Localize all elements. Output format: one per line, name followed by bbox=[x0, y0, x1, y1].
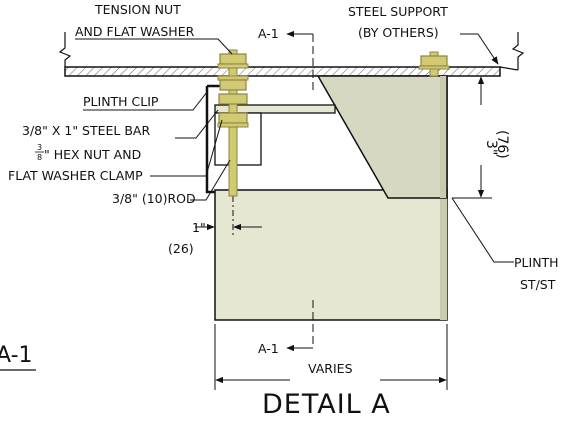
leader-plinth bbox=[451, 197, 514, 263]
leader-rod bbox=[190, 159, 231, 201]
left-section-ref: A-1 bbox=[0, 343, 33, 368]
label-steel-support-line1: STEEL SUPPORT bbox=[348, 4, 448, 19]
label-hex-nut-line2: FLAT WASHER CLAMP bbox=[8, 168, 143, 183]
label-hex-nut-frac-den: 8 bbox=[37, 153, 42, 162]
label-plinth-clip: PLINTH CLIP bbox=[83, 94, 159, 109]
detail-title: DETAIL A bbox=[262, 389, 391, 420]
section-ref-bottom: A-1 bbox=[258, 341, 279, 356]
label-steel-support-line2: (BY OTHERS) bbox=[358, 25, 439, 40]
label-varies: VARIES bbox=[308, 361, 353, 376]
leader-plinth-clip bbox=[83, 91, 208, 111]
label-plinth-line1: PLINTH bbox=[514, 255, 559, 270]
left-threaded-rod bbox=[217, 49, 249, 197]
leader-steel-bar bbox=[175, 109, 219, 139]
section-ref-top: A-1 bbox=[258, 26, 279, 41]
label-plinth-line2: ST/ST bbox=[520, 277, 556, 292]
dim-26mm: (26) bbox=[168, 241, 194, 256]
dim-76mm: (76) bbox=[494, 130, 510, 159]
plinth-body bbox=[205, 75, 448, 321]
leader-tension-nut bbox=[75, 38, 233, 55]
right-threaded-rod bbox=[418, 51, 450, 77]
label-tension-nut-line1: TENSION NUT bbox=[94, 2, 181, 17]
label-hex-nut-line1: " HEX NUT AND bbox=[44, 147, 141, 162]
label-rod: 3/8" (10)ROD bbox=[112, 191, 196, 206]
leader-steel-support bbox=[460, 33, 499, 65]
label-tension-nut-line2: AND FLAT WASHER bbox=[75, 24, 195, 39]
leader-hex-nut bbox=[150, 119, 223, 177]
label-hex-nut-frac-num: 3 bbox=[37, 143, 42, 152]
dim-3in: 3" bbox=[483, 140, 499, 155]
label-steel-bar: 3/8" X 1" STEEL BAR bbox=[22, 123, 150, 138]
steel-support-plate bbox=[58, 32, 525, 77]
